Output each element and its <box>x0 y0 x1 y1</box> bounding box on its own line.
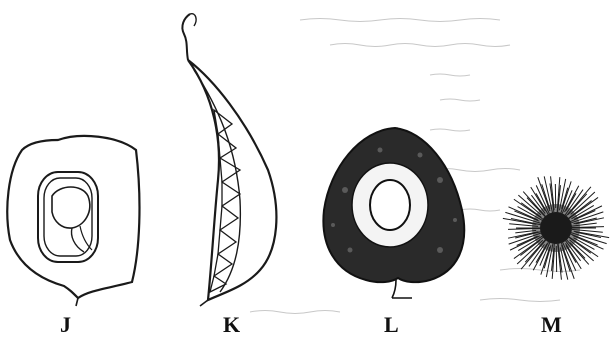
specimen-m-drawing <box>503 176 609 279</box>
specimen-j-embryo <box>52 187 90 228</box>
specimen-m-ray <box>503 218 536 224</box>
label-k: K <box>223 312 240 338</box>
specimen-k-drawing <box>182 14 276 306</box>
specimen-k-stalk <box>182 14 190 60</box>
specimen-k-seeds <box>210 110 240 292</box>
label-m: M <box>541 312 562 338</box>
specimen-l-drawing <box>323 128 464 298</box>
specimen-j-outer-coat <box>7 136 139 298</box>
label-j: J <box>60 312 71 338</box>
specimen-m-ray <box>576 218 604 224</box>
specimen-l-seed-inner <box>370 180 410 230</box>
label-l: L <box>384 312 399 338</box>
specimen-j-drawing <box>7 136 139 306</box>
